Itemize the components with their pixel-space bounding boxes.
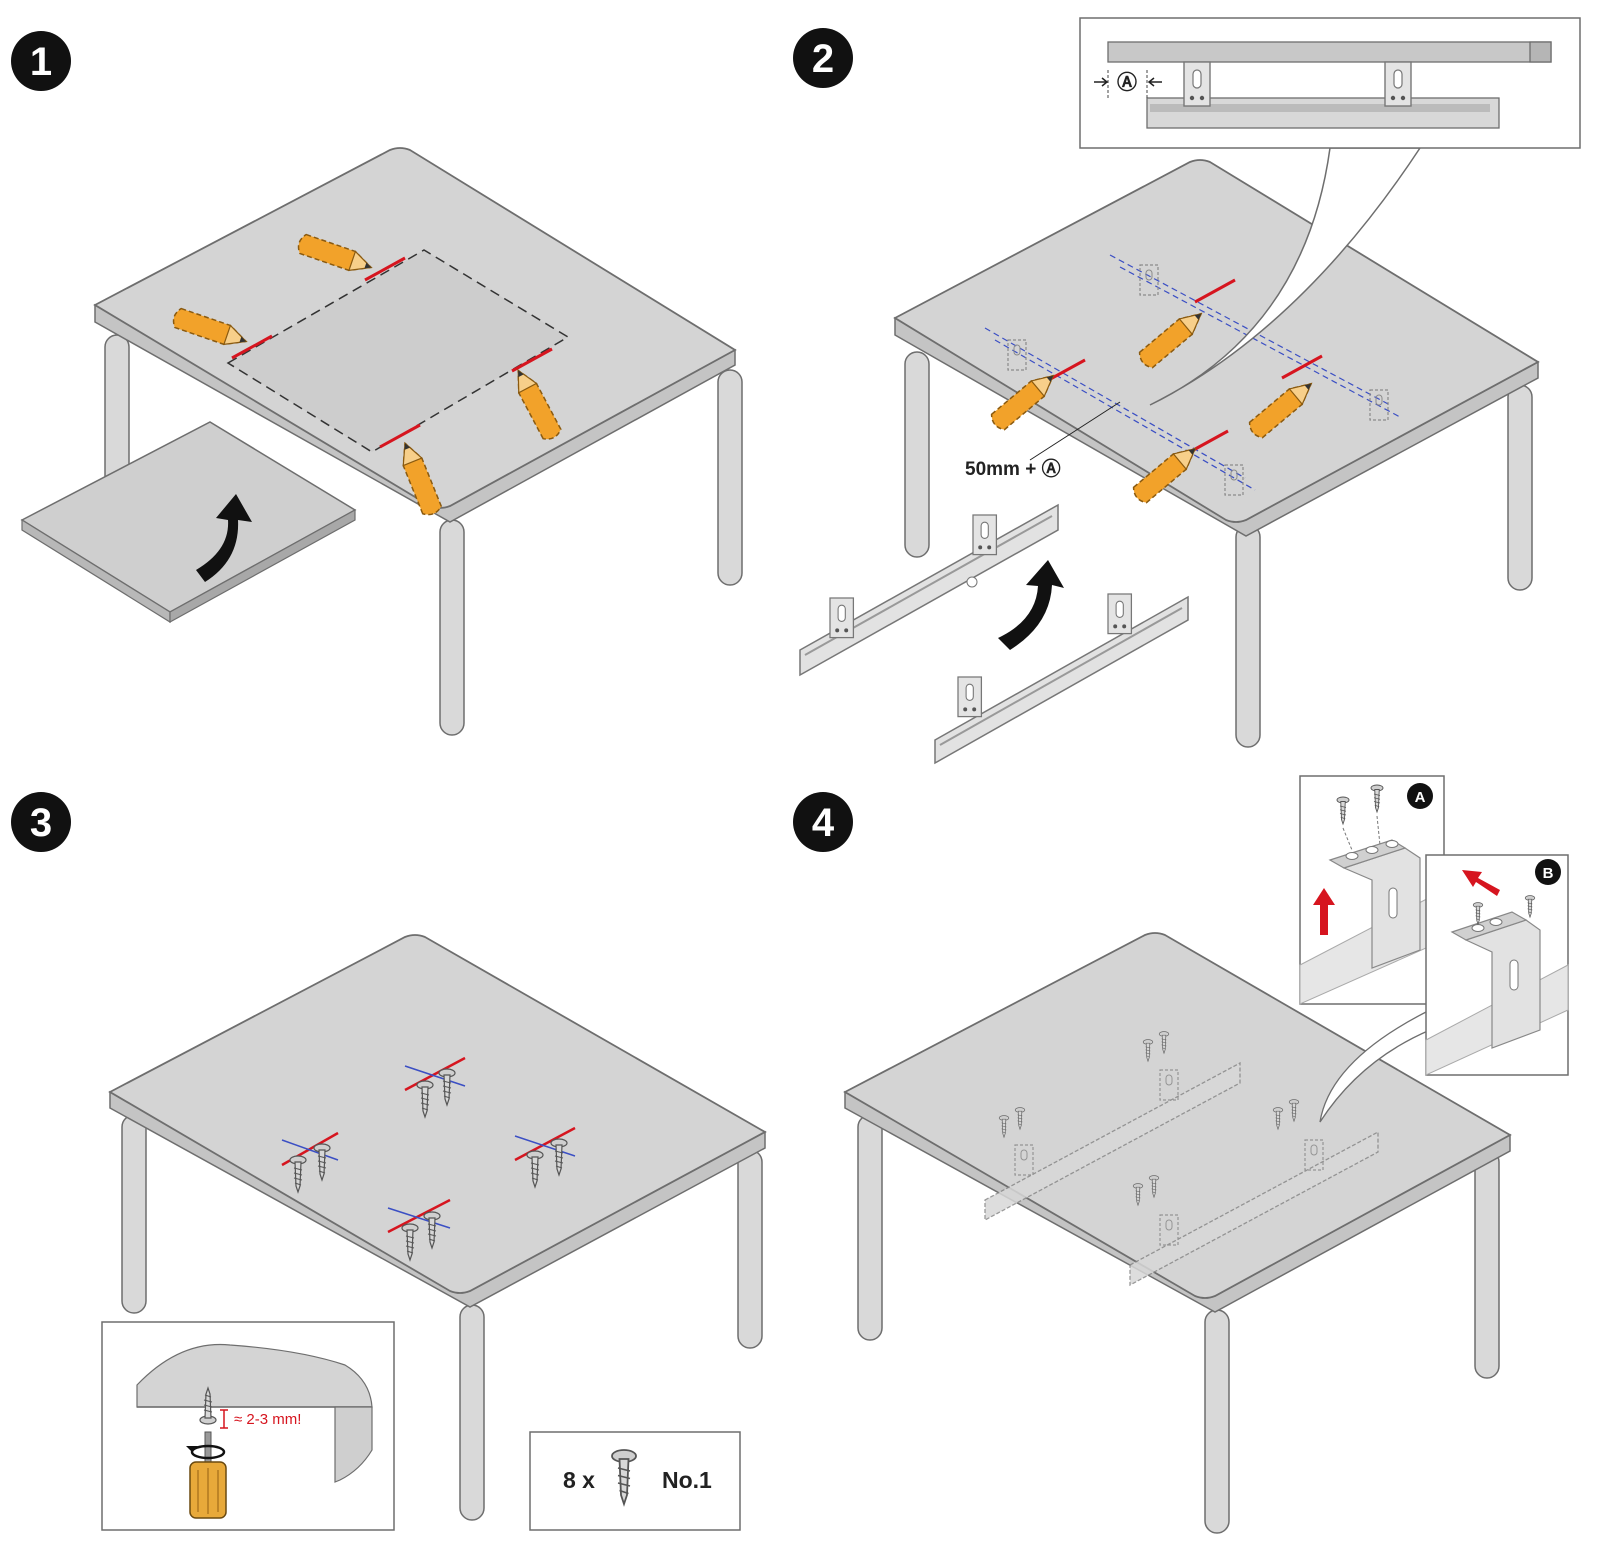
- svg-text:3: 3: [30, 801, 52, 845]
- step-4-badge: 4: [793, 792, 853, 852]
- lift-arrow-icon: [196, 494, 252, 582]
- step-2: 2: [793, 17, 1581, 765]
- step-2-detail: Ⓐ: [1079, 17, 1581, 406]
- svg-text:1: 1: [30, 40, 52, 84]
- detail-a-marker: Ⓐ: [1117, 71, 1137, 94]
- table-2: [893, 159, 1540, 748]
- lift-arrow-icon: [998, 560, 1064, 650]
- table-4: [843, 932, 1512, 1534]
- svg-text:4: 4: [812, 801, 835, 845]
- callout-a-badge: A: [1407, 783, 1433, 809]
- svg-text:B: B: [1543, 865, 1554, 882]
- screwdriver-icon: [189, 1431, 227, 1519]
- step-1-badge: 1: [11, 31, 71, 91]
- rotate-icon: [186, 1444, 226, 1460]
- parts-id: No.1: [662, 1467, 712, 1493]
- drawer-panel: [20, 421, 357, 624]
- up-arrow-icon: [1313, 888, 1335, 935]
- svg-text:2: 2: [812, 37, 834, 81]
- left-arrow-icon: [1462, 870, 1500, 896]
- detail-b: B: [1425, 854, 1569, 1076]
- step-3-badge: 3: [11, 792, 71, 852]
- table-1: [93, 147, 743, 736]
- distance-label: 50mm + Ⓐ: [965, 457, 1061, 480]
- detail-a: A: [1299, 775, 1445, 1005]
- screw-depth-detail: ≈ 2-3 mm!: [101, 1321, 395, 1531]
- callout-b-badge: B: [1535, 859, 1561, 885]
- drawer-slides: [799, 503, 1189, 765]
- step-2-badge: 2: [793, 28, 853, 88]
- table-3: [108, 934, 767, 1521]
- parts-qty: 8 x: [563, 1467, 595, 1493]
- svg-text:A: A: [1415, 789, 1426, 806]
- depth-note: ≈ 2-3 mm!: [234, 1411, 301, 1428]
- step-1: 1: [11, 31, 743, 736]
- parts-box: 8 x No.1: [529, 1431, 741, 1531]
- step-3: 3: [11, 792, 767, 1531]
- step-4: 4: [793, 775, 1569, 1534]
